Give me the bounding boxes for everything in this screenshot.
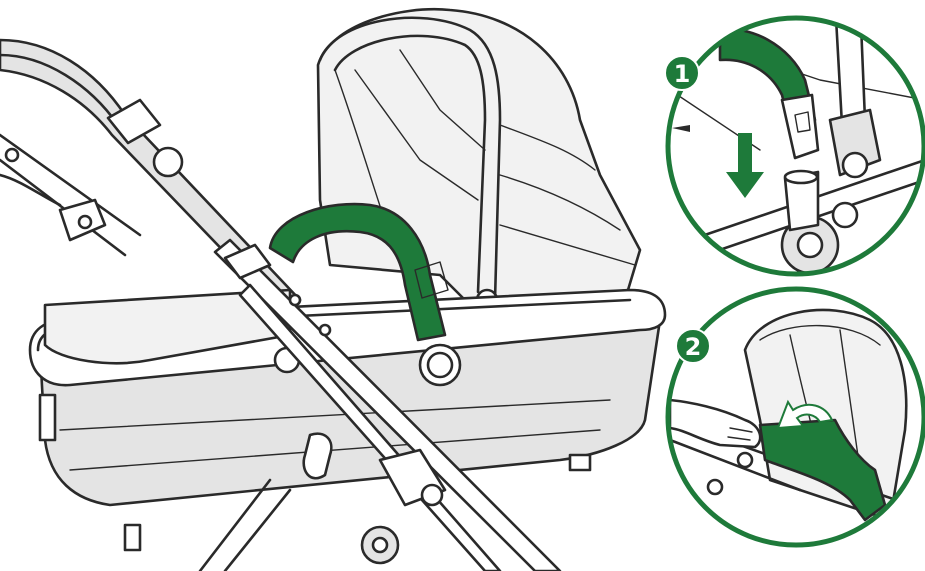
stroller-main-view	[0, 9, 665, 571]
step-2-number: 2	[685, 333, 702, 361]
step-1-number: 1	[674, 60, 691, 88]
step-1-badge: 1	[665, 56, 699, 90]
stroller-canopy	[318, 9, 640, 310]
step-2-detail: 2	[668, 289, 925, 545]
step-1-detail: 1	[665, 0, 925, 274]
step-2-badge: 2	[676, 329, 710, 363]
stroller-rear-frame	[0, 135, 140, 255]
stroller-carrycot	[30, 290, 665, 550]
